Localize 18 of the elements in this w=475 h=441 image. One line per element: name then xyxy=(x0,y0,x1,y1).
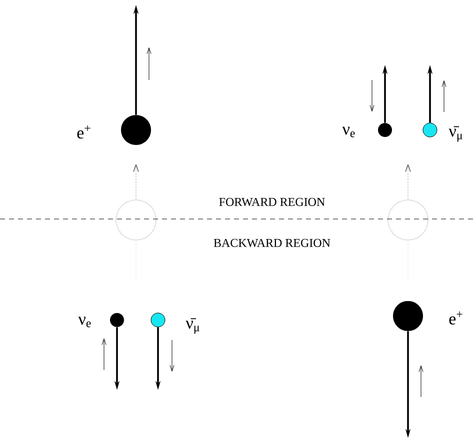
particle-label: ν$_{e}$ xyxy=(342,126,355,138)
particle-label: ν$_{e}$ xyxy=(78,316,91,328)
particle-dot xyxy=(150,312,166,328)
muon-spin-arrow xyxy=(133,164,139,200)
particle-label: e$^{+}$ xyxy=(77,125,90,139)
muon-circle xyxy=(116,200,156,240)
particle-label: ν̄$_{μ}$ xyxy=(186,318,200,334)
particle-dot xyxy=(378,123,392,137)
region-label: BACKWARD REGION xyxy=(214,238,330,248)
particle-label: e$^{+}$ xyxy=(449,311,462,325)
region-label: FORWARD REGION xyxy=(219,198,325,206)
particle-label: ν̄$_{μ}$ xyxy=(448,126,462,142)
particle-dot xyxy=(422,122,438,138)
particle-dot xyxy=(110,313,124,327)
particle-dot xyxy=(393,301,423,331)
particle-dot xyxy=(121,115,151,145)
muon-spin-arrow xyxy=(405,164,411,200)
muon-circle xyxy=(388,200,428,240)
